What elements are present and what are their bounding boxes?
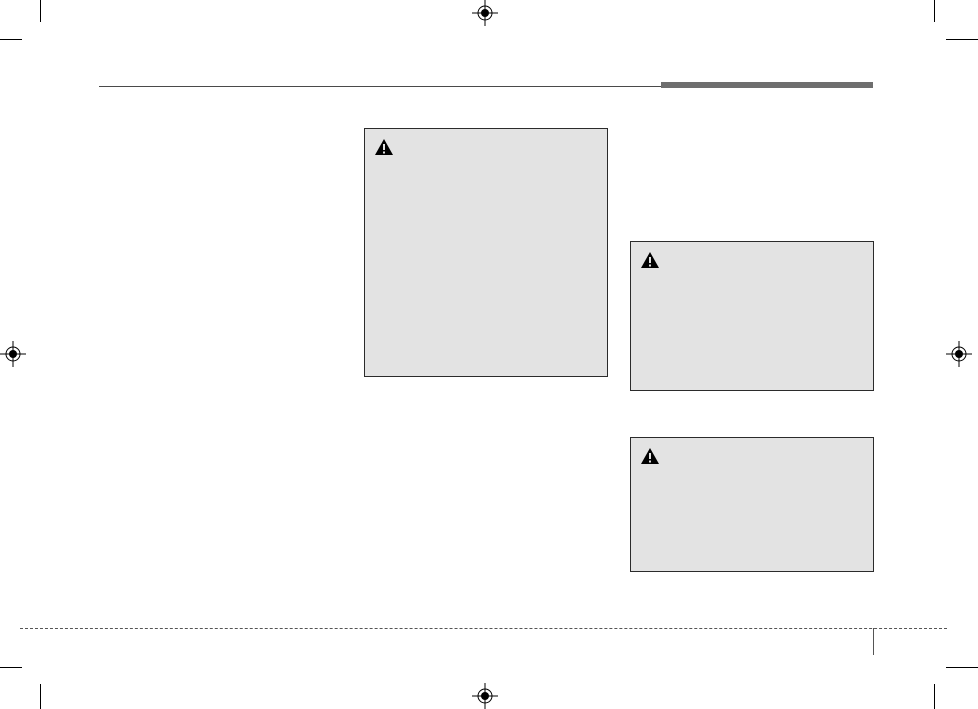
crop-mark [40, 684, 41, 709]
warning-box [630, 437, 874, 572]
crop-mark [946, 39, 978, 40]
registration-mark-icon [946, 341, 972, 367]
crop-mark [934, 684, 935, 709]
footer-rule [20, 628, 947, 629]
warning-triangle-icon [375, 139, 393, 155]
header-rule [99, 86, 661, 87]
registration-mark-icon [0, 341, 26, 367]
warning-box [630, 241, 874, 391]
crop-mark [934, 0, 935, 22]
footer-divider [873, 628, 874, 655]
crop-mark [0, 39, 22, 40]
section-tab-bar [661, 82, 873, 88]
crop-mark [40, 0, 41, 22]
warning-box [364, 128, 608, 377]
registration-mark-icon [472, 0, 498, 26]
registration-mark-icon [472, 683, 498, 709]
warning-triangle-icon [641, 448, 659, 464]
crop-mark [0, 667, 22, 668]
crop-mark [946, 667, 978, 668]
warning-triangle-icon [641, 252, 659, 268]
